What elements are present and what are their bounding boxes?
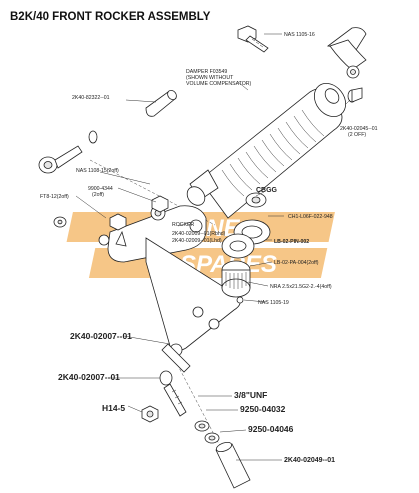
upper-clevis bbox=[326, 27, 367, 79]
label-damper-2: (SHOWN WITHOUT bbox=[186, 75, 234, 81]
leader-lines bbox=[75, 33, 351, 461]
rocker bbox=[107, 205, 207, 263]
label-pin-right-1: 2K40-02045--01 bbox=[340, 126, 378, 132]
bottom-tube bbox=[215, 441, 251, 489]
label-nra: NRA 2.5x21.5G2-2.-4(4off) bbox=[270, 284, 332, 290]
damper-spring bbox=[221, 109, 325, 197]
left-washers bbox=[53, 216, 110, 246]
cbgg-cap bbox=[245, 192, 267, 208]
label-9900-4344: 9900-4344 bbox=[88, 186, 113, 192]
label-ch1: CH1-L06F-022-948 bbox=[288, 214, 333, 220]
label-rocker-lh: 2K40-02009--01(Lhd) bbox=[172, 238, 222, 244]
bearing-stack bbox=[221, 219, 271, 298]
top-bolt bbox=[237, 25, 269, 53]
washer-9250-04032 bbox=[194, 420, 210, 432]
label-damper-1: DAMPER F03549 bbox=[186, 69, 227, 75]
label-9250-04032: 9250-04032 bbox=[240, 404, 286, 414]
washer-9250-04046 bbox=[204, 432, 220, 444]
label-unf: 3/8"UNF bbox=[234, 390, 267, 400]
label-ftb: FT8-12(2off) bbox=[40, 194, 69, 200]
rocker-bracket bbox=[145, 237, 241, 373]
label-9250-04046: 9250-04046 bbox=[248, 424, 294, 434]
nut-9900-4344 bbox=[109, 195, 169, 231]
label-lb-pin: LB-02-PIN-002 bbox=[274, 239, 309, 245]
label-pin-top: 2K40-82322--01 bbox=[72, 95, 110, 101]
label-bracket-1: 2K40-02007--01 bbox=[70, 331, 132, 341]
diagram-title: B2K/40 FRONT ROCKER ASSEMBLY bbox=[10, 11, 211, 23]
label-pin-right-2: (2 OFF) bbox=[348, 132, 366, 138]
damper-body bbox=[186, 83, 347, 219]
left-rod-end bbox=[38, 145, 83, 174]
label-lb-pa: LB-02-PA-004(2off) bbox=[274, 260, 319, 266]
label-damper-3: VOLUME COMPENSATOR) bbox=[186, 81, 252, 87]
label-rocker: ROCKER bbox=[172, 222, 194, 228]
h14-5-nut bbox=[141, 405, 159, 423]
lower-rod-end bbox=[159, 370, 187, 417]
left-pin bbox=[88, 89, 177, 144]
label-2k40-02049: 2K40-02049--01 bbox=[284, 457, 335, 464]
label-cbgg: CBGG bbox=[256, 187, 278, 194]
pin-right bbox=[347, 87, 363, 103]
label-nas-1105-19: NAS 1105-19 bbox=[258, 300, 289, 306]
label-bracket-2: 2K40-02007--01 bbox=[58, 372, 120, 382]
nas-1105-19-bolt bbox=[236, 296, 244, 304]
label-nas-1108: NAS 1108-15(2off) bbox=[76, 168, 119, 174]
label-rocker-rh: 2K40-02009--01(Rbhd) bbox=[172, 231, 226, 237]
label-nas-1105-16: NAS 1105-16 bbox=[284, 32, 315, 38]
label-9900-4344-qty: (2off) bbox=[92, 192, 104, 198]
label-h14-5: H14-5 bbox=[102, 403, 125, 413]
